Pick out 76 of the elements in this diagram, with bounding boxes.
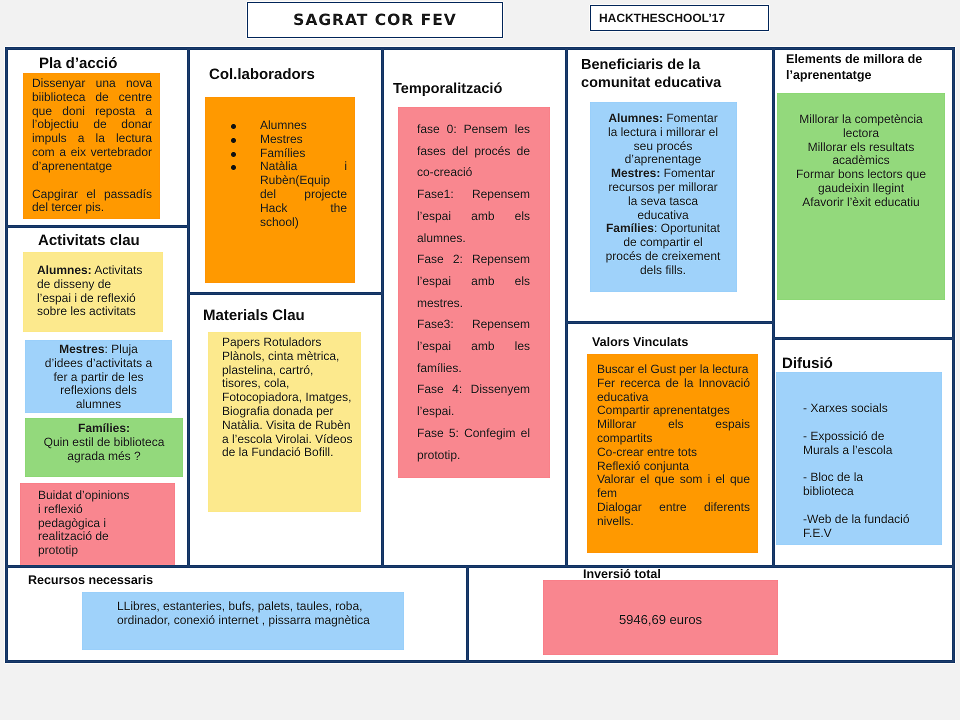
note-text: Alumnes: Fomentar la lectura i millorar el seu procés d’aprenentage — [606, 112, 720, 168]
note-text: - Xarxes socials — [803, 402, 888, 416]
note-text: Fase 2: Repensem l’espai amb els mestres. — [417, 251, 530, 312]
sticky-note — [25, 340, 172, 413]
canvas-section — [565, 47, 775, 324]
sticky-note — [777, 93, 945, 300]
list-item: Famílies — [260, 146, 306, 160]
sticky-note — [208, 332, 361, 512]
note-text: Millorar els espais compartits — [597, 418, 750, 446]
note-text: Millorar els resultats acadèmics — [806, 140, 916, 168]
note-text: Dissenyar una nova biiblioteca de centre que doni reposta a l’objectiu de donar impuls a la lectura com a eix vertebrador d’aprenentatge — [32, 77, 152, 174]
canvas-section — [565, 321, 775, 568]
note-text: Famílies: Quin estil de biblioteca agrada més ? — [42, 422, 166, 464]
note-text: Reflexió conjunta — [597, 460, 690, 474]
section-heading: Materials Clau — [203, 307, 305, 326]
canvas-section — [772, 47, 955, 340]
section-heading: Activitats clau — [38, 232, 140, 251]
note-text: Fase 5: Confegim el prototip. — [417, 424, 530, 464]
canvas-section — [187, 47, 384, 295]
note-text: Co-crear entre tots — [597, 446, 698, 460]
note-text: Valorar el que som i el que fem — [597, 473, 750, 501]
list-item: Natàlia i Rubèn(Equip del projecte Hack the school) — [260, 160, 347, 230]
canvas-section — [772, 337, 955, 568]
canvas-section — [466, 565, 955, 663]
note-text: fase 0: Pensem les fases del procés de co-creació — [417, 121, 530, 182]
section-heading: Temporalització — [393, 80, 502, 98]
canvas-section — [187, 292, 384, 568]
note-text: Afavorir l’èxit educatiu — [802, 196, 920, 210]
note-text: Fer recerca de la Innovació educativa — [597, 376, 750, 404]
note-text: -Web de la fundació F.E.V — [803, 512, 911, 541]
note-text: Millorar la competència lectora — [798, 113, 924, 141]
sticky-note — [23, 73, 160, 219]
section-heading: Col.laboradors — [209, 66, 315, 85]
note-text: Compartir aprenentatges — [597, 404, 731, 418]
sticky-note — [398, 107, 550, 478]
note-text: Capgirar el passadís del tercer pis. — [32, 188, 152, 216]
section-heading: Inversió total — [583, 567, 661, 583]
sticky-note — [543, 580, 778, 655]
section-heading: Valors Vinculats — [592, 335, 688, 351]
section-heading: Beneficiaris de la comunitat educativa — [581, 56, 722, 92]
note-text: Papers Rotuladors Plànols, cinta mètrica, plastelina, cartró, tisores, cola, Fotocopiadora, Imatges, Biografia donada per Natàlia. Visita de Rubèn a l’escola Virolai. Vídeos de la Fundació Bofill. — [222, 336, 354, 460]
sticky-note — [25, 418, 183, 477]
note-text: Buscar el Gust per la lectura — [597, 363, 750, 377]
canvas-section — [5, 565, 469, 663]
note-text: LLibres, estanteries, bufs, palets, taules, roba, ordinador, conexió internet , pissarra magnètica — [117, 600, 371, 628]
note-text: 5946,69 euros — [618, 612, 702, 627]
note-text: Fase3: Repensem l’espai amb les famílies. — [417, 316, 530, 377]
section-heading: Elements de millora de l’aprenentatge — [786, 52, 924, 84]
note-text: Famílies: Oportunitat de compartir el procés de creixement dels fills. — [605, 222, 721, 278]
sticky-note — [205, 97, 355, 283]
section-heading: Pla d’acció — [39, 55, 118, 74]
canvas-section — [5, 225, 190, 568]
canvas-section — [381, 47, 568, 568]
sticky-note — [587, 354, 758, 553]
note-text: Mestres: Pluja d’idees d’activitats a fer a partir de les reflexions dels alumnes — [44, 343, 154, 412]
canvas-section — [5, 47, 190, 228]
sticky-note — [82, 592, 404, 650]
list-item: Mestres — [260, 132, 304, 147]
note-text: - Expossició de Murals a l’escola — [803, 430, 894, 458]
note-text: Alumnes: Activitats de disseny de l’espai i de reflexió sobre les activitats — [37, 264, 144, 320]
note-text: Mestres: Fomentar recursos per millorar la seva tasca educativa — [607, 167, 719, 222]
note-text: Formar bons lectors que gaudeixin llegint — [794, 168, 928, 196]
sticky-note — [590, 102, 737, 292]
event-tag: HACKTHESCHOOL’17 — [590, 5, 769, 31]
note-text: Dialogar entre diferents nivells. — [597, 500, 750, 529]
note-text: Fase 4: Dissenyem l’espai. — [417, 381, 530, 420]
note-text: - Bloc de la biblioteca — [803, 471, 864, 499]
section-heading: Recursos necessaris — [28, 573, 154, 589]
sticky-note — [23, 252, 163, 332]
sticky-note — [776, 372, 942, 545]
note-text: Fase1: Repensem l’espai amb els alumnes. — [417, 186, 530, 247]
title-banner: SAGRAT COR FEV — [247, 2, 503, 38]
list-item: Alumnes — [260, 119, 308, 133]
section-heading: Difusió — [782, 355, 833, 374]
note-text: Buidat d’opinions i reflexió pedagògica i realització de prototip — [38, 489, 130, 558]
sticky-note — [20, 483, 175, 566]
